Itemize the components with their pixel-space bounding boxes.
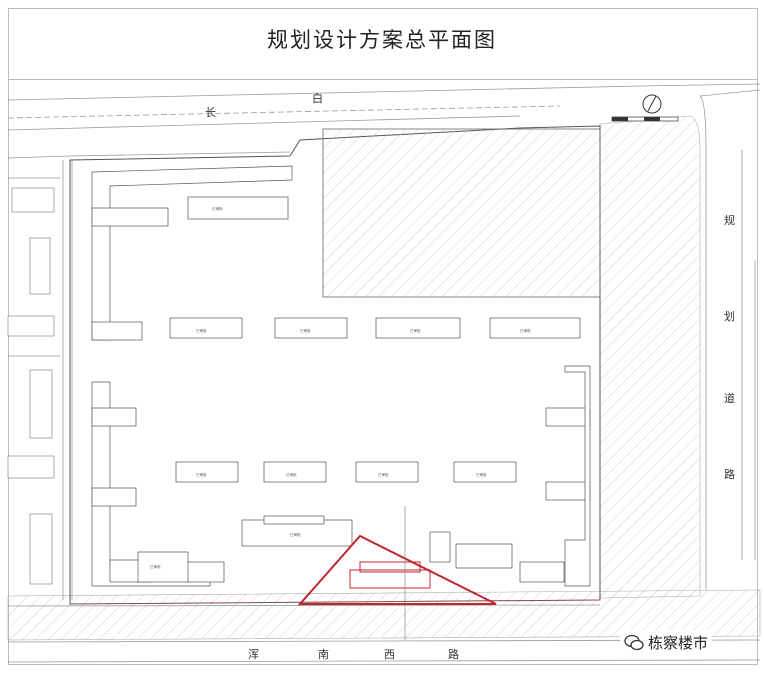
wechat-icon — [624, 634, 644, 650]
svg-text:已审批: 已审批 — [476, 472, 487, 477]
svg-text:已审批: 已审批 — [196, 328, 207, 333]
svg-text:已审批: 已审批 — [300, 328, 311, 333]
red-plot-building — [349, 561, 431, 589]
east-road-name-1: 规 — [724, 214, 735, 227]
south-road-name-3: 西 — [384, 648, 395, 661]
north-road-name-1: 长 — [205, 106, 216, 119]
svg-text:已审批: 已审批 — [378, 472, 389, 477]
svg-text:已审批: 已审批 — [212, 206, 223, 211]
south-green-belt — [7, 589, 761, 641]
west-road-lines — [8, 160, 73, 600]
commercial-lot — [322, 128, 601, 298]
east-road-name-4: 路 — [724, 468, 735, 481]
building-labels: 已审批 已审批 已审批 已审批 已审批 已审批 已审批 已审批 已审批 已审批 … — [150, 206, 531, 569]
title-divider — [8, 79, 758, 80]
svg-text:已审批: 已审批 — [520, 328, 531, 333]
drawing-frame — [8, 8, 758, 665]
svg-text:已审批: 已审批 — [290, 532, 301, 537]
east-green-belt — [599, 115, 701, 599]
svg-text:已审批: 已审批 — [196, 472, 207, 477]
north-arrow — [642, 94, 662, 114]
svg-text:已审批: 已审批 — [150, 564, 161, 569]
residential-buildings — [91, 196, 591, 583]
south-road-name-4: 路 — [448, 648, 459, 661]
page-title: 规划设计方案总平面图 — [267, 28, 497, 52]
svg-text:已审批: 已审批 — [410, 328, 421, 333]
north-road-lines — [7, 83, 761, 159]
west-neighbour-buildings — [7, 187, 55, 585]
east-road-lines — [699, 89, 761, 590]
south-road-name-2: 南 — [318, 648, 329, 661]
watermark: 栋察楼市 — [620, 630, 713, 655]
north-road-name-2: 白 — [312, 92, 323, 105]
scale-bar — [611, 116, 679, 122]
east-l-building — [564, 365, 591, 587]
east-road-name-3: 道 — [724, 392, 735, 405]
south-road-name-1: 浑 — [248, 648, 259, 661]
watermark-text: 栋察楼市 — [648, 634, 709, 652]
east-road-name-2: 划 — [724, 310, 735, 323]
svg-text:已审批: 已审批 — [286, 472, 297, 477]
red-boundary-line — [69, 599, 601, 605]
